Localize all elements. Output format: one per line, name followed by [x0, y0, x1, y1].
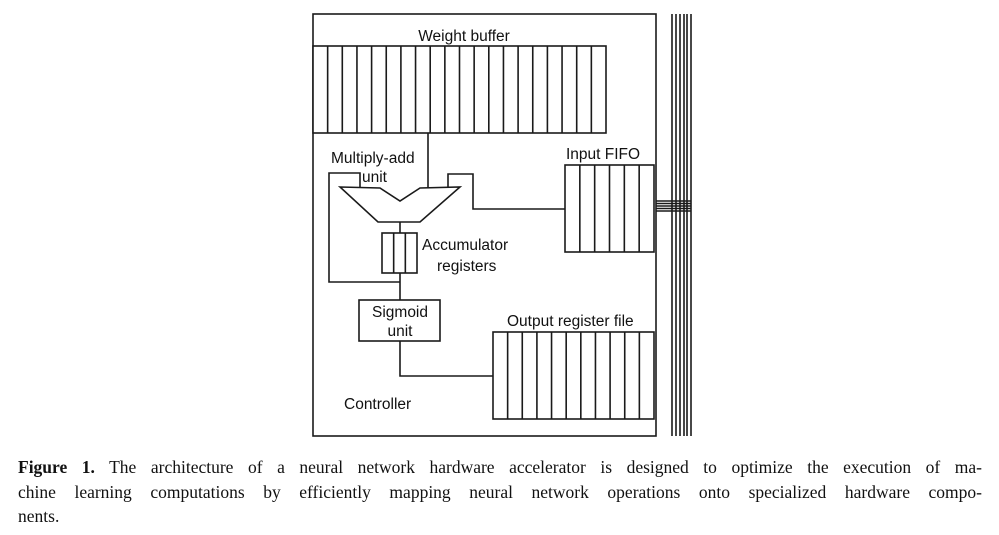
controller-label: Controller	[344, 396, 411, 413]
feedback-line	[328, 172, 400, 283]
multiply-add-unit	[337, 186, 463, 223]
weight-buffer-label: Weight buffer	[418, 28, 510, 45]
caption-line-2: chine learning computations by efficient…	[18, 481, 982, 502]
sigmoid-unit	[358, 299, 441, 342]
caption-line-1: Figure 1. The architecture of a neural n…	[18, 455, 982, 480]
sigmoid-label-1: Sigmoid	[372, 304, 428, 321]
acc-label-2: registers	[437, 258, 497, 275]
output-register-cells	[506, 332, 641, 419]
input-fifo-label: Input FIFO	[566, 146, 640, 163]
external-bus	[656, 14, 692, 436]
caption-label: Figure 1.	[18, 457, 95, 477]
caption-line-3: nents.	[18, 506, 60, 526]
output-register-label: Output register file	[507, 313, 634, 330]
fifo-to-mac-line	[447, 173, 565, 210]
mac-label-2: unit	[362, 169, 388, 186]
output-register-file	[492, 331, 655, 420]
acc-label-1: Accumulator	[422, 237, 508, 254]
mac-label-1: Multiply-add	[331, 150, 415, 167]
sigmoid-label-2: unit	[388, 323, 414, 340]
accumulator-cells	[392, 233, 407, 273]
caption-text-1: The architecture of a neural network har…	[94, 457, 982, 477]
sigmoid-to-output-line	[399, 341, 493, 377]
accumulator-registers	[381, 232, 418, 274]
figure-caption: Figure 1. The architecture of a neural n…	[18, 455, 982, 529]
input-fifo-cells	[579, 165, 640, 252]
weight-buffer-cells	[326, 46, 593, 133]
accelerator-diagram: Weight buffer Multiply-add unit Input FI…	[312, 13, 692, 437]
